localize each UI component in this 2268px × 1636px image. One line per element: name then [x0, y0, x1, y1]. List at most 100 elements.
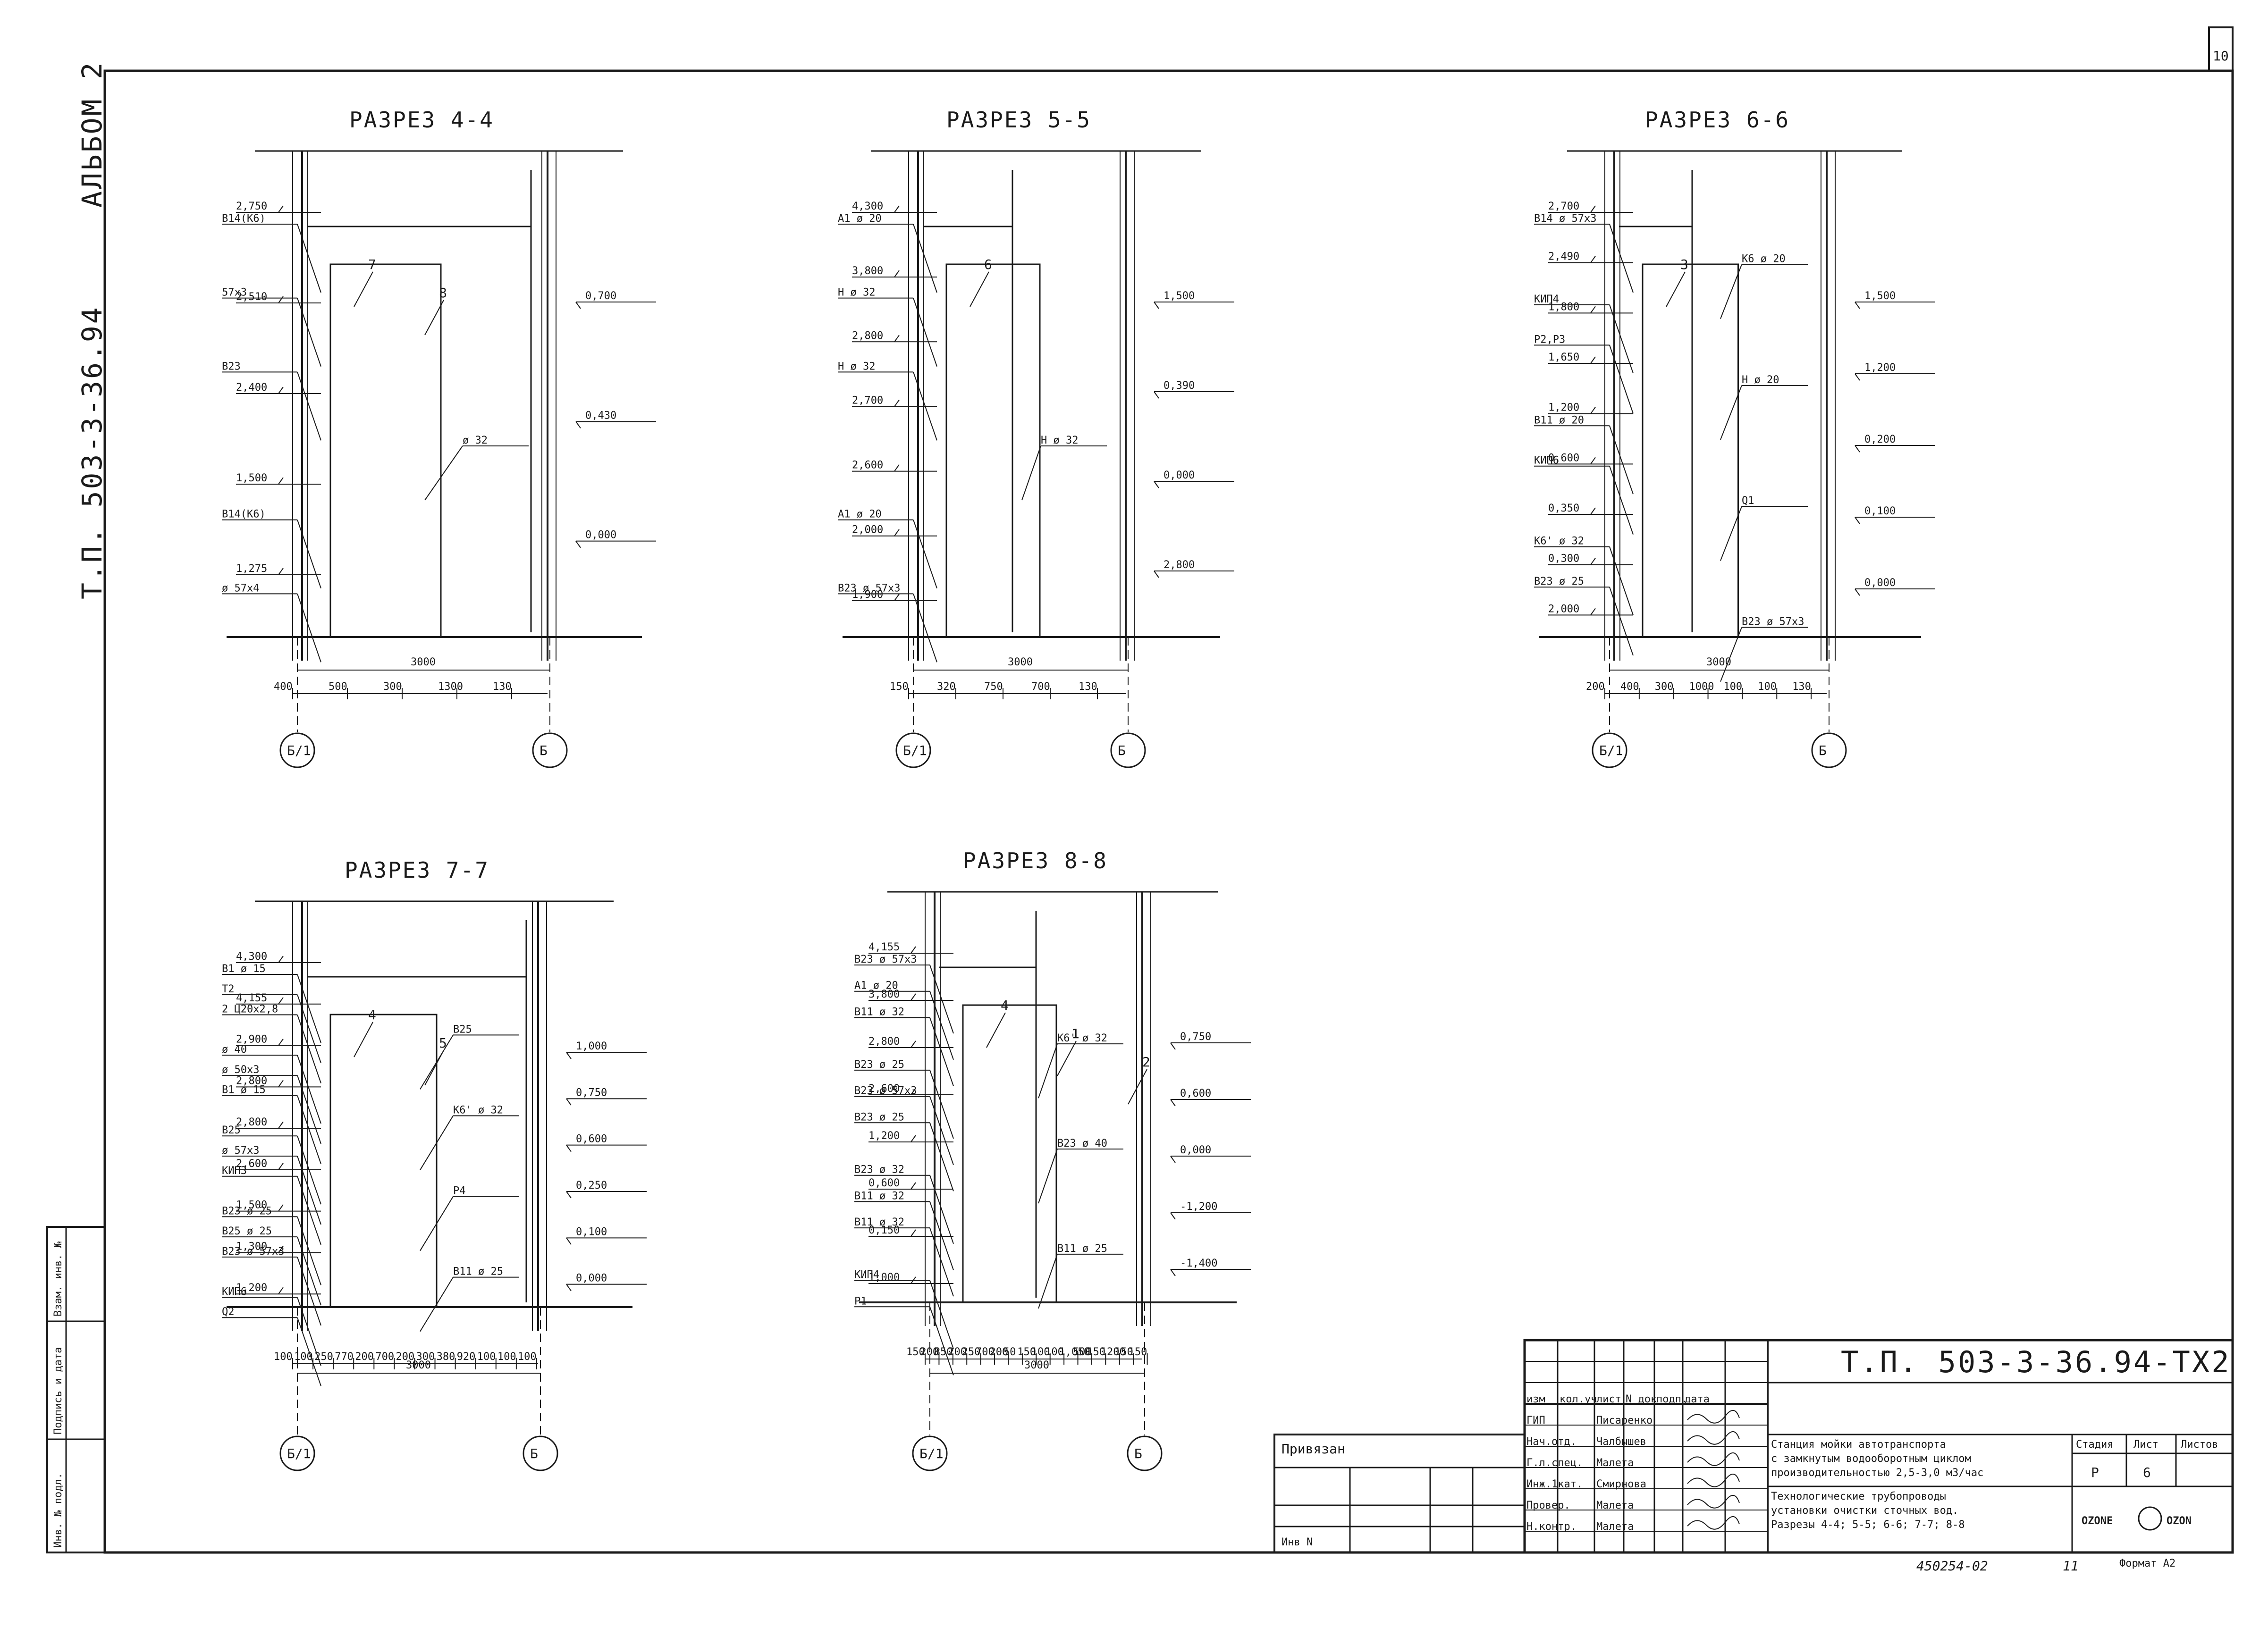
- level-mark: 1,000: [868, 1272, 900, 1284]
- pipe-label: В14(К6): [222, 509, 266, 520]
- level-mark: 2,800: [1164, 559, 1195, 571]
- dimension-value: 100: [294, 1351, 313, 1363]
- level-mark: 2,700: [1548, 201, 1579, 212]
- signatory-role: Г.л.спец.: [1526, 1457, 1583, 1469]
- axis-label: Б/1: [287, 743, 311, 758]
- overall-dimension: 3000: [406, 1359, 431, 1371]
- dimension-value: 200: [1586, 681, 1605, 693]
- item-number: 7: [368, 257, 376, 272]
- side-code: Т.П. 503-3-36.94: [76, 305, 108, 599]
- pipe-label: Р2,Р3: [1534, 334, 1565, 345]
- pipe-label: В25: [453, 1024, 472, 1035]
- pipe-label: В23 ø 57х3: [838, 582, 900, 594]
- dimension-value: 320: [937, 681, 956, 693]
- pipe-label: В23 ø 57х3: [854, 1085, 917, 1097]
- pipe-label: В23 ø 25: [222, 1205, 272, 1217]
- sheet-frame: 10 АЛЬБОМ 2 Т.П. 503-3-36.94: [76, 26, 2234, 1554]
- signature: [1687, 1431, 1740, 1445]
- dimension-value: 380: [437, 1351, 455, 1363]
- level-mark: 1,500: [1164, 290, 1195, 302]
- item-number: 6: [984, 257, 992, 272]
- project-title-line: Станция мойки автотранспорта: [1771, 1439, 1946, 1451]
- pipe-label: В11 ø 25: [1057, 1243, 1107, 1255]
- pipe-label: КИП4: [854, 1269, 879, 1281]
- pipe-label: Q2: [222, 1306, 235, 1318]
- axis-marker: [1592, 732, 1627, 768]
- dimension-value: 150: [1087, 1346, 1105, 1358]
- axis-label: Б/1: [919, 1446, 944, 1461]
- pipe-label: 2 Ц20х2,8: [222, 1004, 278, 1015]
- level-mark: 0,000: [1180, 1144, 1211, 1156]
- level-mark: 4,300: [236, 951, 267, 963]
- pipe-label: В23: [222, 361, 241, 372]
- dimension-value: 150: [1017, 1346, 1036, 1358]
- dimension-value: 100: [518, 1351, 537, 1363]
- level-mark: 2,900: [236, 1034, 267, 1046]
- dimension-value: 100: [477, 1351, 496, 1363]
- page-number: 10: [2213, 48, 2229, 64]
- stamp-vzam-inv: Взам. инв. №: [52, 1242, 64, 1317]
- pipe-label: В25 ø 25: [222, 1225, 272, 1237]
- signature: [1687, 1516, 1740, 1530]
- level-mark: 0,430: [585, 410, 616, 421]
- drawing-code: Т.П. 503-3-36.94-ТХ2: [1841, 1345, 2231, 1379]
- level-mark: 2,600: [852, 460, 883, 471]
- dimension-value: 130: [1079, 681, 1097, 693]
- section-title: РАЗРЕЗ 7-7: [345, 857, 489, 883]
- level-mark: 0,000: [585, 529, 616, 541]
- dimension-value: 850: [934, 1346, 953, 1358]
- level-mark: 1,300: [236, 1241, 267, 1252]
- dimension-value: 250: [962, 1346, 981, 1358]
- dimension-value: 1000: [1689, 681, 1714, 693]
- dimension-value: 1300: [438, 681, 463, 693]
- item-number: 1: [1071, 1026, 1079, 1041]
- equipment-outline: [329, 263, 442, 638]
- signatory-role: Провер.: [1526, 1500, 1570, 1511]
- pipe-label: В23 ø 25: [854, 1111, 904, 1123]
- pipe-label: ø 32: [463, 435, 488, 446]
- overall-dimension: 3000: [1706, 656, 1731, 668]
- pipe-label: Р4: [453, 1185, 466, 1197]
- section-title: РАЗРЕЗ 4-4: [349, 107, 494, 133]
- sheets-label: Листов: [2181, 1439, 2218, 1451]
- level-mark: 0,150: [868, 1225, 900, 1236]
- pipe-label: В23 ø 57х3: [854, 954, 917, 965]
- level-mark: 2,800: [236, 1075, 267, 1087]
- dimension-value: 300: [1655, 681, 1674, 693]
- axis-marker: [912, 1435, 948, 1471]
- axis-marker: [1127, 1435, 1163, 1471]
- level-mark: 1,200: [236, 1282, 267, 1294]
- axis-label: Б: [1134, 1446, 1142, 1461]
- dimension-value: 100: [497, 1351, 516, 1363]
- signatory-role: Инж.1кат.: [1526, 1478, 1583, 1490]
- dimension-value: 750: [984, 681, 1003, 693]
- dimension-value: 1,050: [1059, 1346, 1090, 1358]
- pipe-label: Q1: [1742, 495, 1754, 507]
- title-block-header: лист: [1596, 1393, 1621, 1405]
- level-mark: 2,800: [868, 1036, 900, 1048]
- inventory-number: 450254-02: [1916, 1558, 1988, 1574]
- stamp-inv-podl: Инв. № подл.: [52, 1473, 64, 1548]
- level-mark: 0,300: [1548, 553, 1579, 565]
- pipe-label: В1 ø 15: [222, 963, 266, 975]
- dimension-value: 100: [1758, 681, 1777, 693]
- project-title-line: производительностью 2,5-3,0 м3/час: [1771, 1467, 1983, 1479]
- dimension-value: 300: [416, 1351, 435, 1363]
- level-mark: 1,500: [1864, 290, 1896, 302]
- level-mark: 1,275: [236, 563, 267, 575]
- inventory-sheet: 11: [2063, 1558, 2079, 1574]
- level-mark: 2,600: [236, 1158, 267, 1170]
- side-stamp: Инв. № подл. Подпись и дата Взам. инв. №: [46, 1226, 106, 1553]
- item-number: 4: [1001, 998, 1009, 1013]
- pipe-label: В11 ø 20: [1534, 414, 1584, 426]
- level-mark: 2,700: [852, 394, 883, 406]
- pipe-label: Н ø 32: [838, 361, 875, 372]
- pipe-label: К6' ø 32: [1057, 1032, 1107, 1044]
- signatory-role: Нач.отд.: [1526, 1436, 1577, 1448]
- company-logo-icon: [2138, 1506, 2162, 1531]
- dimension-value: 200: [396, 1351, 414, 1363]
- level-mark: 0,600: [1548, 452, 1579, 464]
- dimension-value: 920: [457, 1351, 476, 1363]
